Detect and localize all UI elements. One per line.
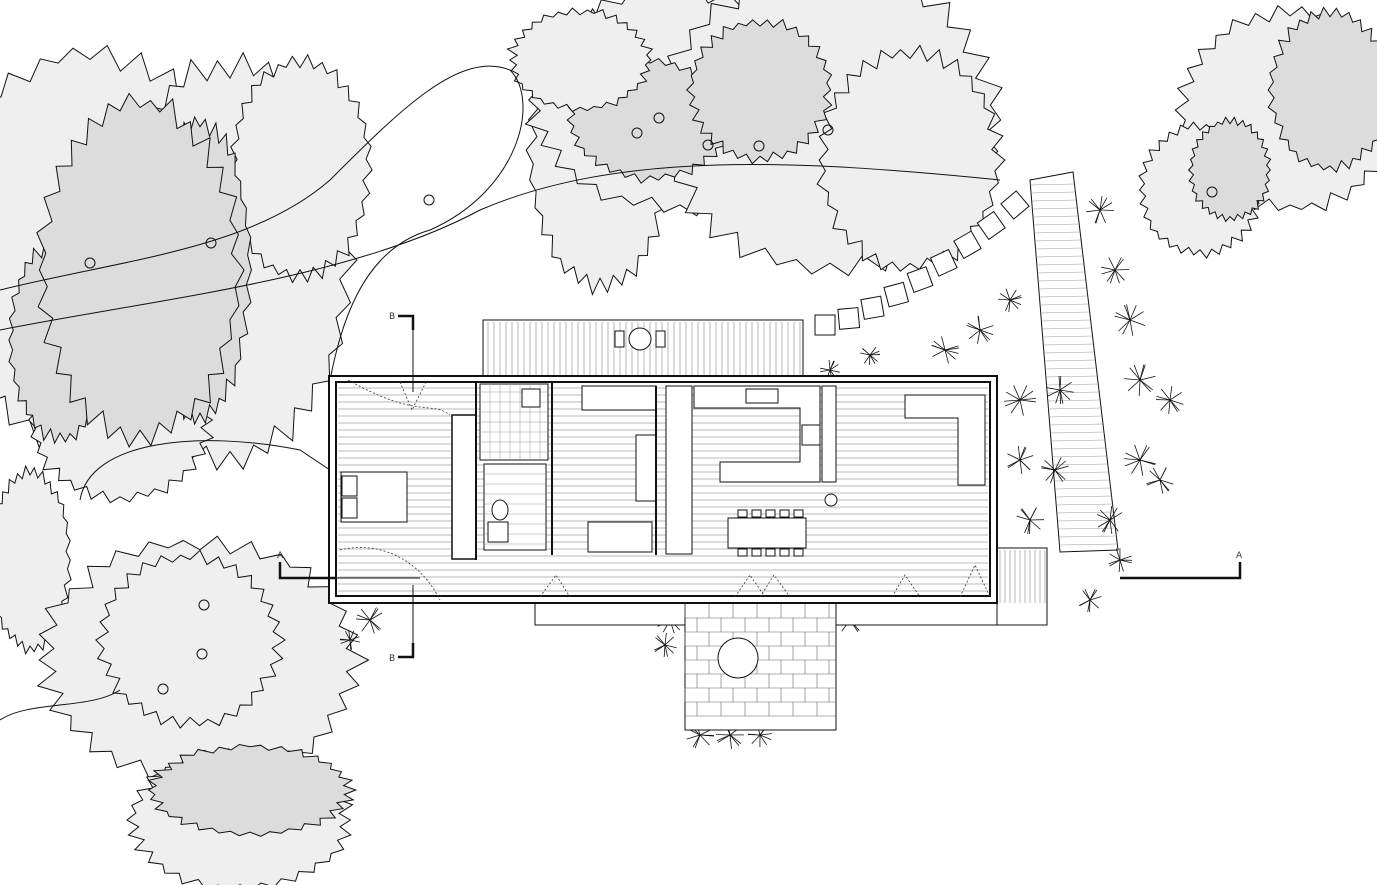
tree-canopy: [506, 7, 654, 113]
shrub: [1016, 507, 1045, 535]
tree-canopy: [685, 18, 833, 165]
tree-trunk: [653, 112, 665, 124]
contour-lines: [0, 65, 1001, 721]
shrub: [998, 288, 1022, 312]
stepping-stone: [860, 295, 885, 320]
chair: [614, 330, 625, 348]
patio: [684, 602, 837, 731]
shrub: [1046, 376, 1074, 405]
dining-chair: [779, 509, 790, 518]
shrub: [931, 336, 959, 364]
section-marker-b: [398, 314, 415, 659]
section-b-top-label: B: [389, 312, 395, 322]
shrub: [356, 607, 383, 634]
stepping-stone: [929, 248, 958, 277]
dining-chair: [737, 509, 748, 518]
stepping-stone: [976, 210, 1006, 241]
section-a-left-label: A: [277, 551, 284, 561]
north-deck: [482, 319, 804, 379]
dining-chair: [737, 548, 748, 557]
patio-table: [717, 637, 759, 679]
stepping-stones: [814, 190, 1030, 336]
bathroom: [479, 382, 553, 555]
boardwalk: [1029, 171, 1119, 553]
shrub: [1086, 196, 1115, 224]
cooktop: [801, 424, 821, 446]
shrub: [1101, 257, 1130, 284]
tree-trunk: [157, 683, 169, 695]
shrub: [1079, 588, 1102, 613]
section-b-bottom-label: B: [389, 654, 395, 664]
tree-trunk: [702, 139, 714, 151]
kitchen: [693, 385, 838, 507]
stepping-stone: [814, 314, 836, 336]
tree-canopy: [816, 44, 1006, 272]
sofa: [635, 434, 657, 502]
tree-trunk: [84, 257, 96, 269]
bed: [340, 471, 408, 523]
tree-canopy: [1267, 6, 1377, 173]
shrub: [339, 630, 360, 650]
stepping-stone: [837, 307, 861, 330]
shrub: [1114, 304, 1146, 336]
outdoor-table: [628, 327, 652, 351]
tree-trunk: [631, 127, 643, 139]
dining-table: [727, 509, 807, 557]
stepping-stone: [883, 281, 910, 308]
stepping-stone: [1000, 190, 1030, 220]
dining-chair: [765, 509, 776, 518]
door-swings: [339, 379, 991, 601]
dining-chair: [779, 548, 790, 557]
storage-wall: [665, 385, 693, 555]
toilet: [491, 499, 509, 521]
shrub: [1096, 506, 1123, 534]
tree-trunk: [196, 648, 208, 660]
section-a-right-label: A: [1236, 551, 1243, 561]
tree-trunk: [822, 124, 834, 136]
shrub: [1108, 547, 1133, 572]
tree-canopy: [147, 743, 358, 837]
tree-trunk: [753, 140, 765, 152]
east-deck: [996, 547, 1048, 626]
tree-canopy: [95, 549, 287, 729]
planting: [339, 196, 1184, 749]
dining-chair: [751, 509, 762, 518]
tree-trunk: [198, 599, 210, 611]
shrub: [1155, 386, 1184, 414]
shrub: [1007, 446, 1034, 474]
sink: [487, 521, 509, 543]
shrub: [653, 633, 677, 657]
shrub: [1146, 467, 1174, 494]
desk: [587, 521, 653, 553]
dining-chair: [765, 548, 776, 557]
chair: [655, 330, 666, 348]
tree-trunk: [1206, 186, 1218, 198]
dining-chair: [751, 548, 762, 557]
section-marker-a: [278, 562, 1242, 580]
shrub: [1004, 385, 1036, 416]
shrub: [747, 723, 772, 748]
house: [328, 375, 998, 604]
tree-trunk: [423, 194, 435, 206]
shelf: [581, 385, 657, 411]
shrub: [1124, 364, 1156, 396]
wardrobe: [451, 414, 477, 560]
sectional-sofa: [904, 394, 986, 486]
sink: [521, 388, 541, 408]
shrub: [860, 346, 881, 366]
kitchen-sink: [745, 388, 779, 404]
stepping-stone: [906, 266, 934, 293]
shrub: [1124, 444, 1156, 476]
shrub: [1041, 457, 1069, 484]
dining-chair: [793, 509, 804, 518]
stepping-stone: [953, 230, 982, 260]
tree-canopy: [36, 92, 245, 448]
shrub: [966, 316, 994, 344]
dining-chair: [793, 548, 804, 557]
